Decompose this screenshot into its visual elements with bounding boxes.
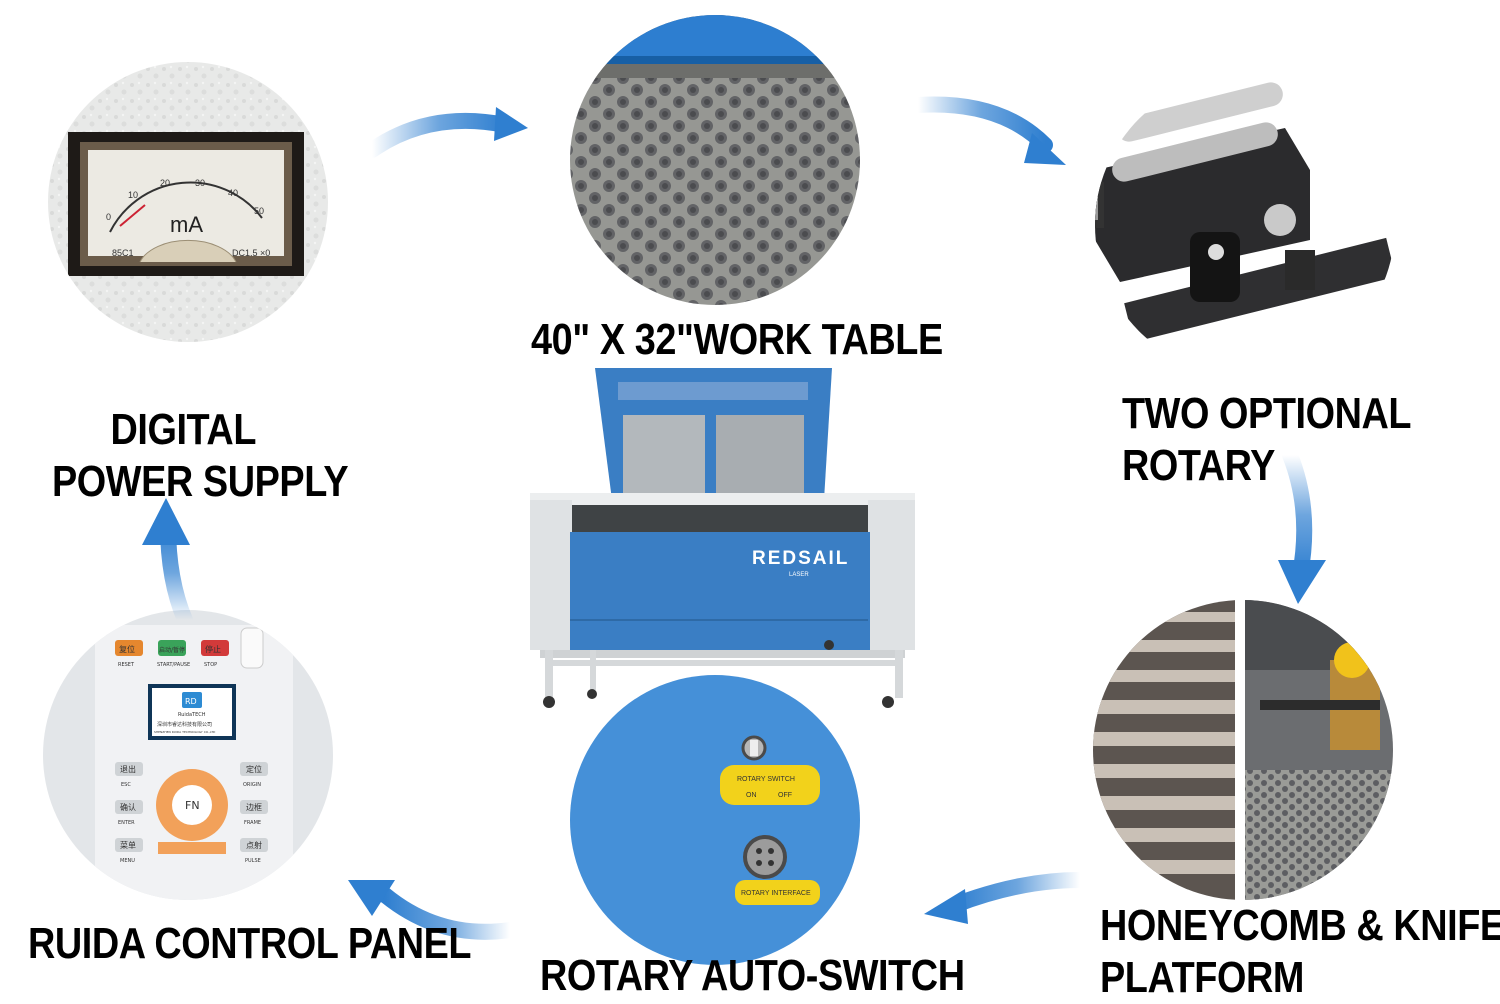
- control-panel-photo: [43, 610, 333, 900]
- machine-front-panel: [570, 532, 870, 650]
- ammeter-tick: 30: [195, 178, 205, 188]
- panel-screen-company: 深圳市睿达科技有限公司: [157, 721, 212, 728]
- panel-btn-start: 启动/暂停: [159, 646, 185, 654]
- label-work-table: 40" x 32"WORK TABLE: [531, 315, 943, 364]
- panel-key-menu: 菜单: [120, 840, 136, 850]
- panel-key-pulse: 点射: [246, 840, 262, 850]
- ammeter-tick: 0: [106, 212, 111, 222]
- panel-key-menu-en: MENU: [120, 858, 135, 864]
- switch-panel-photo: [570, 675, 860, 965]
- panel-key-frame-en: FRAME: [244, 820, 261, 826]
- label-auto-switch: ROTARY AUTO-SWITCH: [540, 951, 965, 1000]
- ammeter-tick: 50: [254, 206, 264, 216]
- panel-screen-company-en: SHENZHEN RUIDA TECHNOLOGY CO.,LTD: [154, 730, 216, 734]
- panel-screen-logo: RD: [185, 697, 197, 706]
- label-power-supply-line1: DIGITAL: [110, 405, 257, 454]
- laser-machine: [530, 368, 915, 708]
- label-rotary-line2: ROTARY: [1122, 441, 1275, 490]
- panel-btn-stop-en: STOP: [204, 662, 217, 668]
- control-panel-labels: 复位 启动/暂停 停止 RESET START/PAUSE STOP RD Ru…: [118, 644, 262, 864]
- arrow-platform-to-switch: [924, 872, 1088, 924]
- panel-key-esc-en: ESC: [121, 782, 131, 788]
- switch-toggle-off: OFF: [778, 792, 792, 799]
- platform-photo: [1093, 600, 1393, 900]
- arrow-rotary-to-platform: [1278, 447, 1326, 604]
- panel-btn-reset: 复位: [119, 644, 135, 654]
- label-power-supply-line2: POWER SUPPLY: [52, 457, 349, 506]
- ammeter-tick: 20: [160, 178, 170, 188]
- arrow-table-to-rotary: [910, 96, 1066, 165]
- ammeter-tick: 10: [128, 190, 138, 200]
- ammeter-model: 85C1: [112, 248, 134, 258]
- ammeter-scale: 0 10 20 30 40 50 85C1 DC1.5 ×0: [106, 178, 270, 258]
- label-rotary: TWO OPTIONAL ROTARY: [1122, 388, 1412, 492]
- ammeter-spec: DC1.5 ×0: [232, 248, 270, 258]
- panel-btn-stop: 停止: [205, 644, 221, 654]
- panel-key-frame: 边框: [246, 802, 262, 812]
- machine-brand: REDSAIL: [752, 548, 849, 569]
- label-rotary-line1: TWO OPTIONAL: [1122, 389, 1412, 438]
- panel-key-enter: 确认: [120, 802, 136, 812]
- panel-screen-brand: RuidaTECH: [178, 712, 206, 718]
- ammeter-photo: [48, 62, 328, 342]
- panel-key-origin: 定位: [246, 764, 262, 774]
- arrow-power-to-table: [364, 107, 528, 158]
- label-honeycomb-line2: PLATFORM: [1100, 953, 1304, 1002]
- label-control-panel: RUIDA CONTROL PANEL: [28, 919, 472, 968]
- switch-toggle-label: ROTARY SWITCH: [737, 776, 795, 783]
- panel-key-origin-en: ORIGIN: [243, 782, 261, 788]
- label-power-supply: DIGITAL POWER SUPPLY: [52, 404, 349, 508]
- panel-key-fn: FN: [185, 799, 200, 812]
- machine-brand-sub: LASER: [789, 572, 809, 578]
- arrow-panel-to-power: [142, 498, 193, 628]
- panel-key-enter-en: ENTER: [118, 820, 135, 826]
- panel-btn-start-en: START/PAUSE: [157, 662, 190, 668]
- ammeter-tick: 40: [228, 188, 238, 198]
- panel-key-pulse-en: PULSE: [245, 858, 261, 864]
- switch-toggle-on: ON: [746, 792, 757, 799]
- rotary-photo: [1095, 75, 1395, 375]
- ammeter-unit: mA: [170, 212, 203, 237]
- arrow-switch-to-panel: [348, 880, 518, 940]
- label-honeycomb: HONEYCOMB & KNIFE PLATFORM: [1100, 900, 1500, 1004]
- work-table-photo: [570, 15, 860, 305]
- label-honeycomb-line1: HONEYCOMB & KNIFE: [1100, 901, 1500, 950]
- panel-key-esc: 退出: [120, 764, 136, 774]
- switch-labels: ROTARY SWITCH ON OFF ROTARY INTERFACE: [737, 776, 811, 897]
- switch-plug-label: ROTARY INTERFACE: [741, 890, 811, 897]
- panel-btn-reset-en: RESET: [118, 662, 135, 668]
